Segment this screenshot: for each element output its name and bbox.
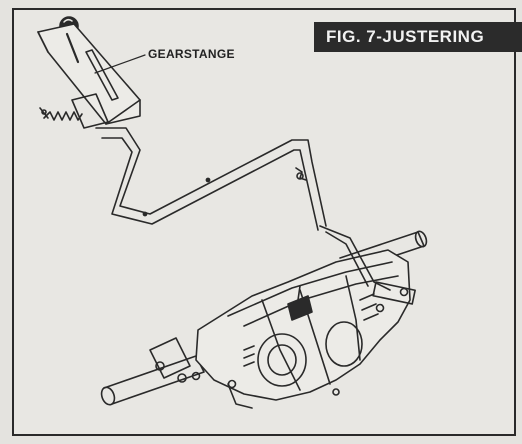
- figure-title: FIG. 7-JUSTERING: [314, 22, 522, 52]
- gear-lever-icon: [37, 16, 141, 129]
- gear-lever-label: GEARSTANGE: [148, 47, 235, 61]
- transaxle-icon: [100, 225, 428, 409]
- shift-rod: [95, 127, 327, 231]
- callout-leader-line: [94, 54, 146, 74]
